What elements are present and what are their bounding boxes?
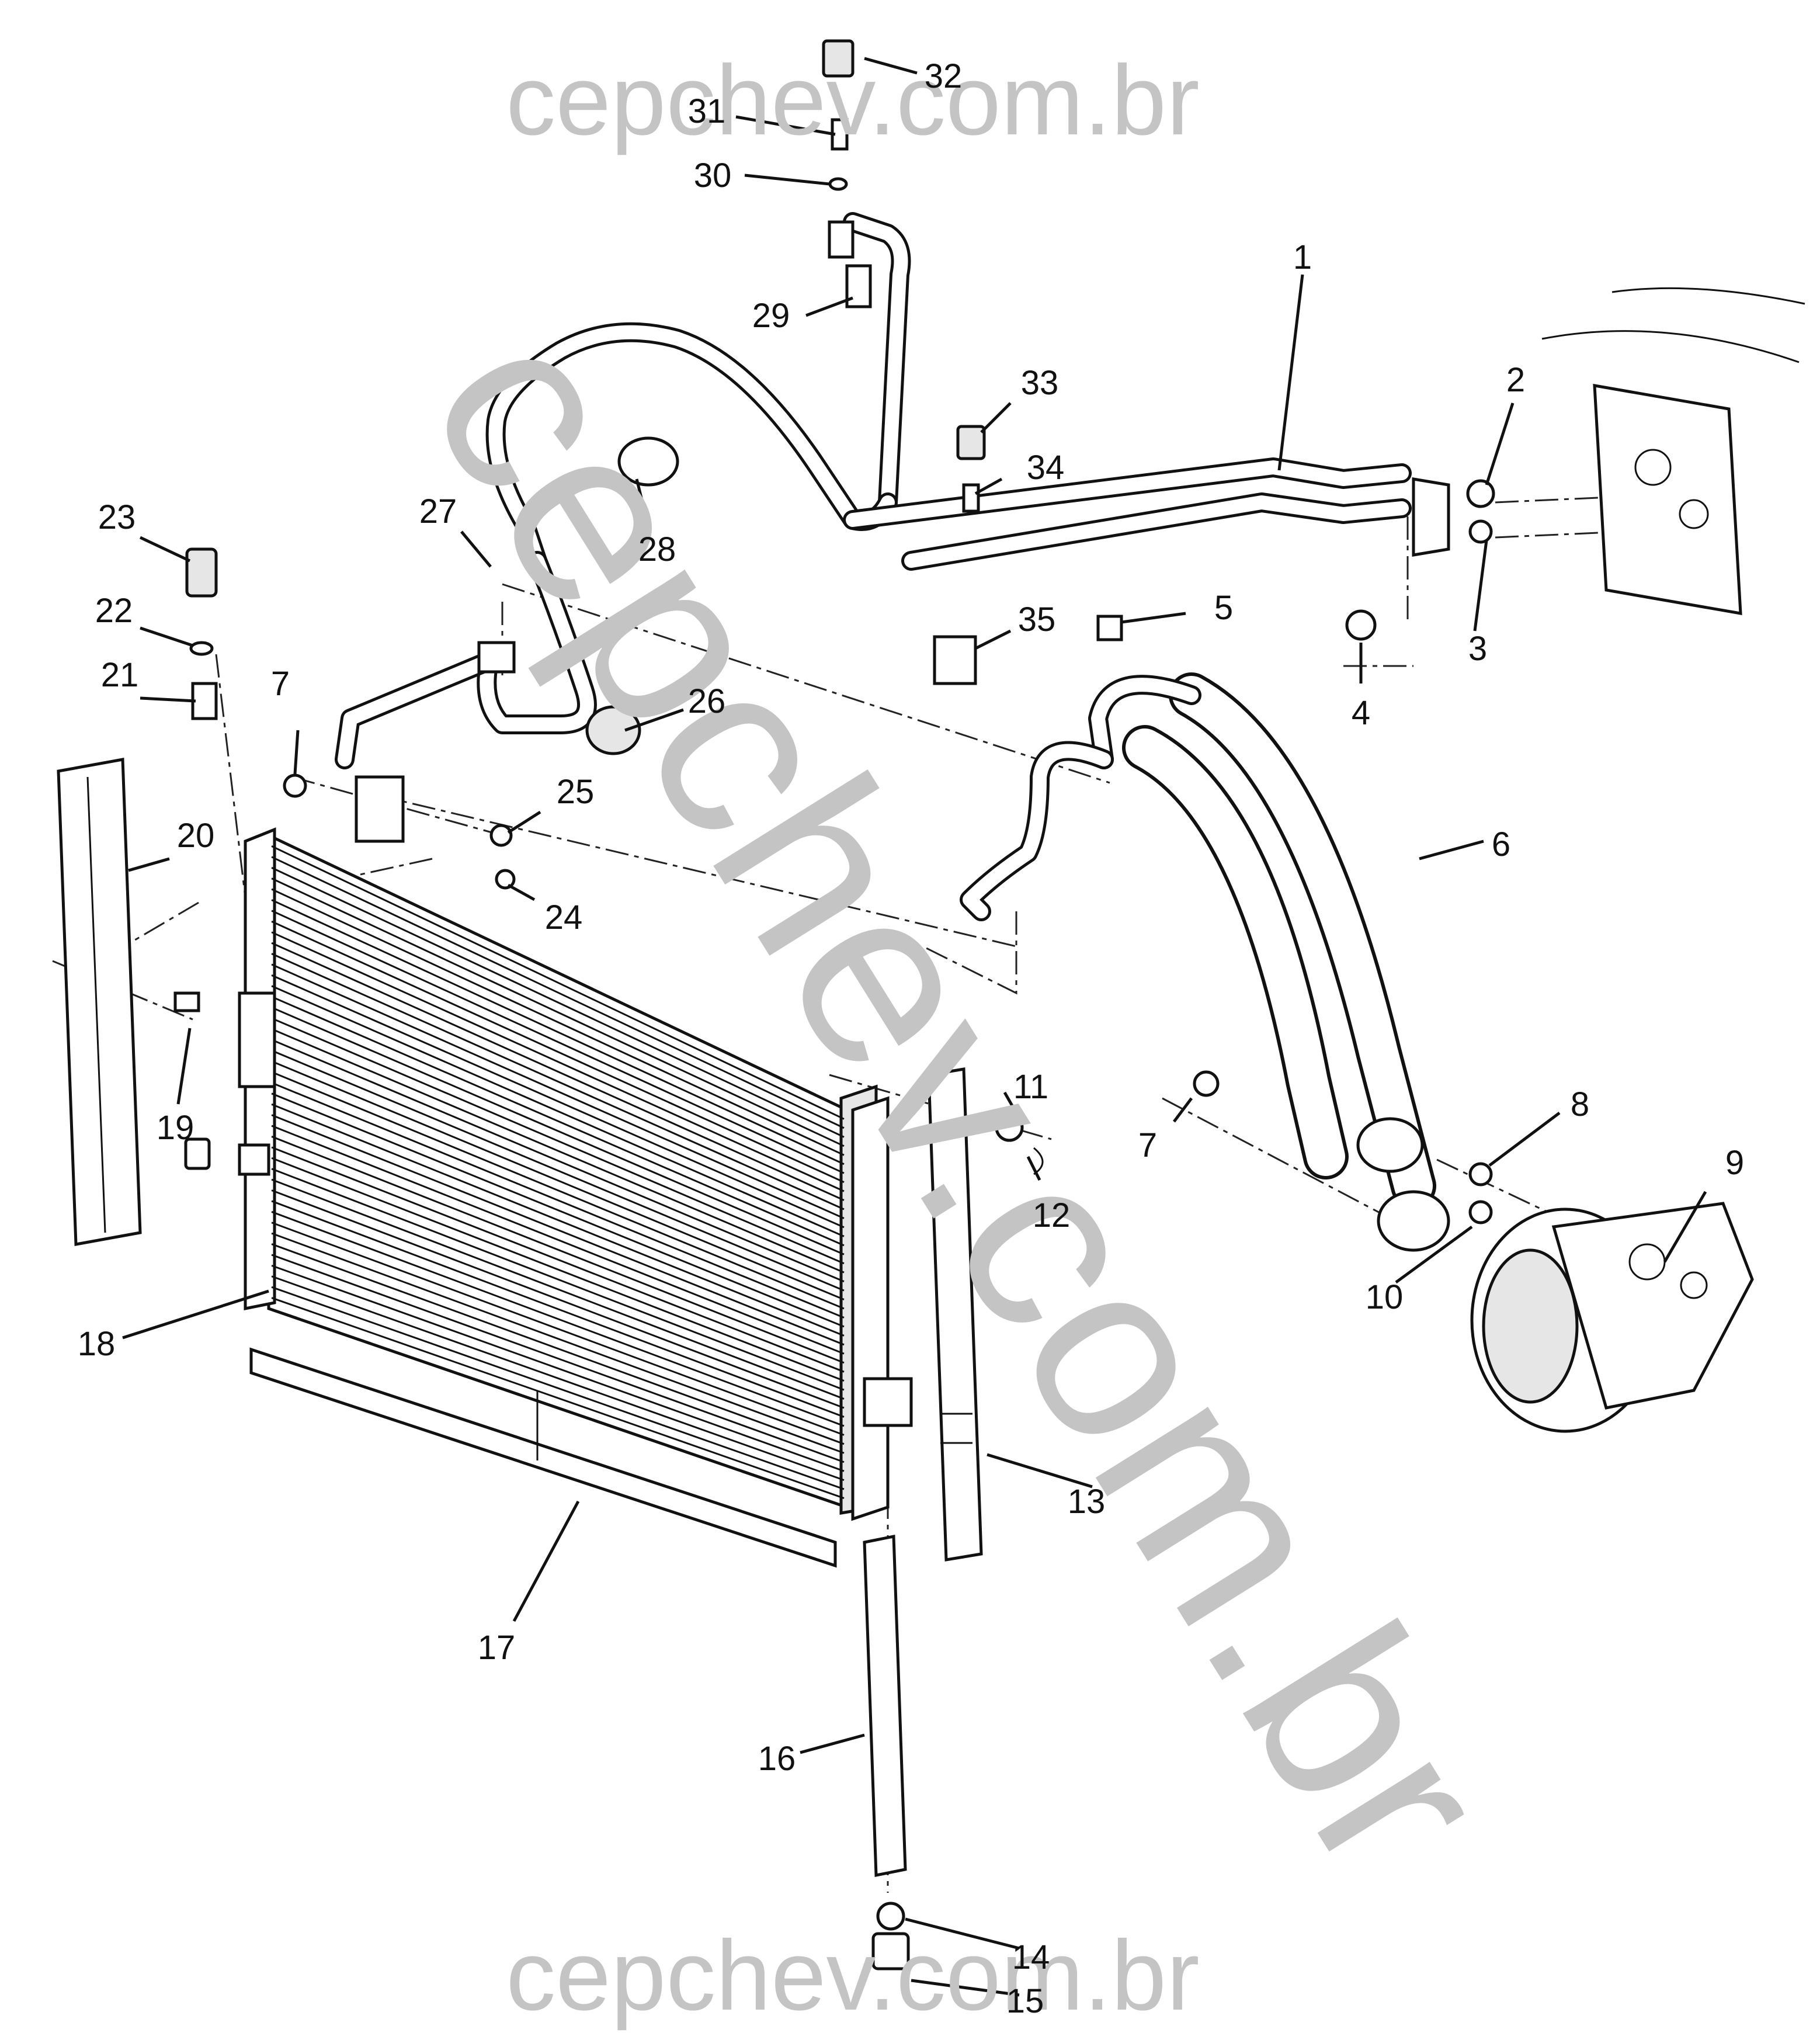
- condenser-fin: [271, 974, 845, 1229]
- callout-30: 30: [694, 157, 732, 195]
- condenser-fin: [271, 1039, 845, 1283]
- condenser-fin: [271, 942, 845, 1201]
- condenser-fin: [271, 1125, 845, 1355]
- condenser-fin: [271, 1210, 845, 1427]
- condenser-fin: [271, 995, 845, 1247]
- condenser-fin: [271, 1146, 845, 1373]
- callout-32: 32: [925, 57, 963, 95]
- callouts: 1 2 3 4 5 6 7 7 8 9 10 11 12 13 14 15 16…: [78, 57, 1744, 2020]
- callout-18: 18: [78, 1325, 116, 1363]
- condenser-fin: [271, 1286, 845, 1490]
- callout-35: 35: [1018, 601, 1056, 639]
- condenser-fin: [271, 1297, 845, 1499]
- condenser-fin: [271, 1071, 845, 1310]
- callout-21: 21: [101, 656, 139, 694]
- desiccant-16: [863, 1534, 910, 1970]
- callout-7b: 7: [1138, 1126, 1157, 1164]
- callout-34: 34: [1027, 449, 1065, 487]
- condenser-fin: [271, 1114, 845, 1346]
- callout-8: 8: [1571, 1085, 1589, 1123]
- callout-25: 25: [557, 773, 595, 811]
- ac-line-upper: [335, 212, 1450, 843]
- condenser-fin: [271, 1178, 845, 1400]
- callout-6: 6: [1492, 825, 1510, 863]
- condenser-fin: [271, 856, 845, 1129]
- callout-26: 26: [688, 682, 726, 720]
- condenser-fin: [271, 985, 845, 1237]
- condenser-fin: [271, 1222, 845, 1436]
- condenser-fin: [271, 1092, 845, 1328]
- callout-2: 2: [1506, 361, 1525, 399]
- side-seal-20: [57, 758, 142, 1246]
- side-seal-13: [927, 1067, 983, 1562]
- condenser-fin: [271, 1103, 845, 1337]
- callout-1: 1: [1293, 238, 1312, 276]
- condenser-fin: [271, 888, 845, 1156]
- condenser-fin: [271, 1157, 845, 1382]
- condenser-fin: [271, 1168, 845, 1391]
- condenser: [238, 827, 878, 1515]
- condenser-fin: [271, 1017, 845, 1265]
- callout-23: 23: [98, 498, 136, 536]
- condenser-fin: [271, 910, 845, 1174]
- callout-4: 4: [1352, 694, 1370, 732]
- leader-lines: [122, 57, 1707, 1997]
- hose-assembly: [960, 672, 1450, 1252]
- condenser-fin: [271, 1136, 845, 1364]
- condenser-fin: [271, 931, 845, 1192]
- callout-9: 9: [1725, 1144, 1744, 1182]
- callout-10: 10: [1366, 1278, 1404, 1316]
- watermark-top: cepchev.com.br: [506, 45, 1199, 156]
- condenser-fin: [271, 1049, 845, 1292]
- condenser-fin: [271, 845, 845, 1120]
- condenser-fin: [271, 1189, 845, 1409]
- callout-7a: 7: [271, 665, 290, 703]
- condenser-fin: [271, 866, 845, 1138]
- condenser-fins: [271, 845, 845, 1499]
- callout-31: 31: [688, 92, 726, 130]
- lower-seal-17: [249, 1347, 837, 1568]
- condenser-fin: [271, 1232, 845, 1445]
- callout-19: 19: [157, 1109, 194, 1147]
- condenser-fin: [271, 920, 845, 1184]
- condenser-fin: [271, 1028, 845, 1274]
- condenser-fin: [271, 1200, 845, 1418]
- callout-33: 33: [1021, 364, 1059, 402]
- condenser-fin: [271, 1264, 845, 1472]
- condenser-fin: [271, 1007, 845, 1255]
- condenser-fin: [271, 1243, 845, 1454]
- callout-22: 22: [95, 592, 133, 630]
- callout-11: 11: [1013, 1068, 1048, 1106]
- condenser-fin: [271, 1275, 845, 1482]
- callout-20: 20: [177, 817, 215, 855]
- watermark-bottom: cepchev.com.br: [506, 1920, 1199, 2031]
- evaporator-block: [1541, 287, 1805, 616]
- condenser-fin: [271, 953, 845, 1210]
- callout-28: 28: [638, 530, 676, 568]
- compressor: [1470, 1202, 1754, 1433]
- condenser-fin: [271, 1060, 845, 1300]
- condenser-fin: [271, 877, 845, 1147]
- condenser-fin: [271, 963, 845, 1219]
- callout-5: 5: [1214, 589, 1233, 627]
- callout-17: 17: [478, 1629, 516, 1667]
- condenser-fin: [271, 1082, 845, 1319]
- callout-3: 3: [1468, 630, 1487, 668]
- callout-14: 14: [1012, 1938, 1050, 1976]
- callout-13: 13: [1068, 1483, 1106, 1521]
- condenser-fin: [271, 1254, 845, 1463]
- callout-24: 24: [545, 898, 583, 936]
- callout-29: 29: [752, 297, 790, 335]
- receiver-drier: [851, 1096, 913, 1521]
- callout-16: 16: [758, 1740, 796, 1778]
- condenser-fin: [271, 899, 845, 1165]
- callout-12: 12: [1033, 1196, 1071, 1234]
- callout-27: 27: [419, 492, 457, 530]
- callout-15: 15: [1006, 1982, 1044, 2020]
